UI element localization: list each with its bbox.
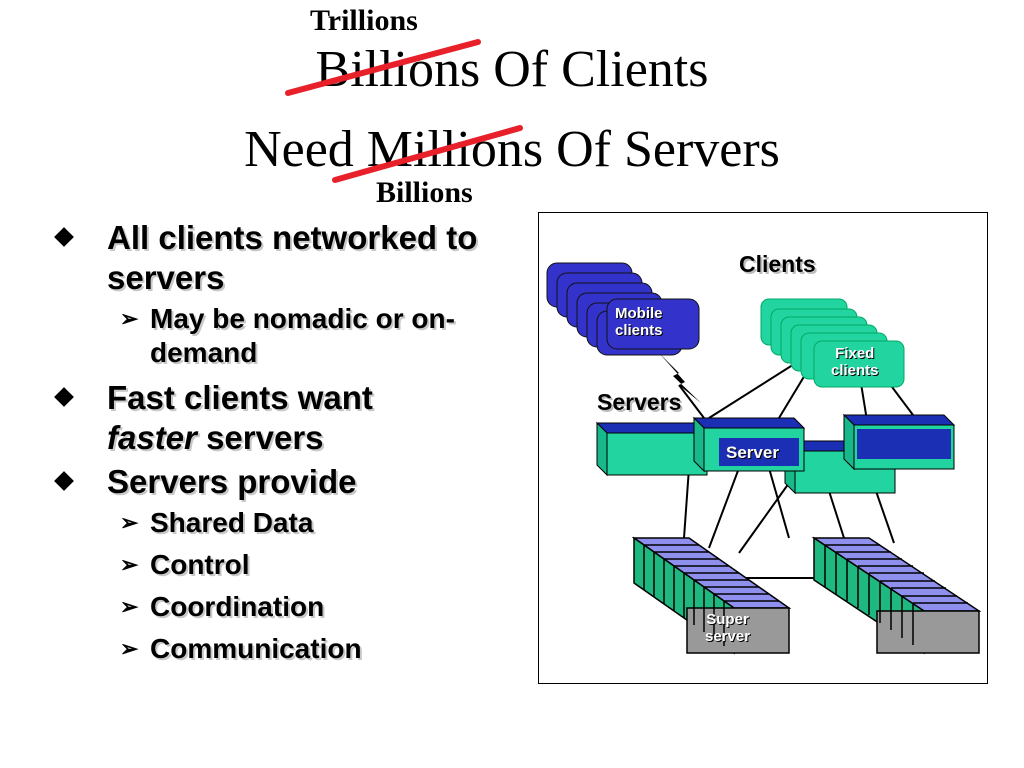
fixed-clients-stack — [760, 298, 905, 388]
server-left — [595, 421, 709, 477]
sub-bullet-text: May be nomadic or on-demand — [150, 303, 455, 368]
mobile-label-line2: clients — [615, 322, 663, 339]
fixed-label-line1: Fixed — [835, 345, 875, 362]
bullet-item: Fast clients want faster servers — [54, 378, 525, 458]
sub-bullet-item: ➢ Control — [55, 548, 525, 582]
arrow-bullet-icon: ➢ — [120, 510, 139, 535]
fixed-clients-label: Fixed clients — [831, 345, 879, 379]
strike-billions — [285, 39, 481, 96]
super-label-line2: server — [705, 628, 751, 645]
bullet-text: All clients networked to servers — [107, 219, 478, 296]
sub-bullet-item: ➢ Communication — [55, 632, 525, 666]
sub-bullet-text: Coordination — [150, 591, 325, 622]
bullet-item: All clients networked to servers — [54, 218, 525, 298]
diamond-bullet-icon — [54, 387, 74, 407]
server-center — [692, 416, 806, 473]
diamond-bullet-icon — [54, 471, 74, 491]
bullet-text-after: servers — [206, 419, 324, 456]
diagram-canvas — [546, 262, 982, 655]
sub-bullet-item: ➢ Shared Data — [55, 506, 525, 540]
annotation-trillions: Trillions — [310, 4, 418, 37]
bullet-italic-text: faster — [107, 419, 197, 456]
server-label: Server — [726, 443, 779, 462]
super-server-label: Super server — [705, 611, 750, 645]
wireless-link-icon — [659, 353, 701, 403]
mobile-clients-stack — [546, 262, 700, 356]
sub-bullet-text: Control — [150, 549, 250, 580]
arrow-bullet-icon: ➢ — [120, 636, 139, 661]
bullet-list: All clients networked to servers ➢ May b… — [54, 218, 525, 674]
bullet-text: Servers provide — [107, 463, 357, 500]
bullet-text: Fast clients want — [107, 379, 373, 416]
sub-bullet-item: ➢ Coordination — [55, 590, 525, 624]
fixed-label-line2: clients — [831, 362, 879, 379]
super-server-right — [811, 536, 982, 655]
servers-label: Servers — [597, 389, 682, 415]
sub-bullet-text: Shared Data — [150, 507, 314, 538]
strikethrough-marks — [285, 39, 523, 183]
mobile-label-line1: Mobile — [615, 305, 663, 322]
connection-lines — [683, 360, 920, 579]
network-diagram: Clients Servers Mobile clients Fixed cli… — [538, 212, 988, 684]
arrow-bullet-icon: ➢ — [120, 594, 139, 619]
super-server-left — [631, 536, 792, 655]
sub-bullet-item: ➢ May be nomadic or on-demand — [55, 302, 480, 370]
strike-millions — [332, 125, 523, 183]
super-label-line1: Super — [706, 611, 749, 628]
mobile-clients-label: Mobile clients — [615, 305, 663, 339]
clients-label: Clients — [739, 251, 816, 277]
arrow-bullet-icon: ➢ — [120, 306, 139, 331]
sub-bullet-text: Communication — [150, 633, 362, 664]
server-right — [842, 413, 956, 471]
diamond-bullet-icon — [54, 227, 74, 247]
bullet-item: Servers provide — [54, 462, 525, 502]
arrow-bullet-icon: ➢ — [120, 552, 139, 577]
annotation-billions: Billions — [376, 176, 473, 209]
